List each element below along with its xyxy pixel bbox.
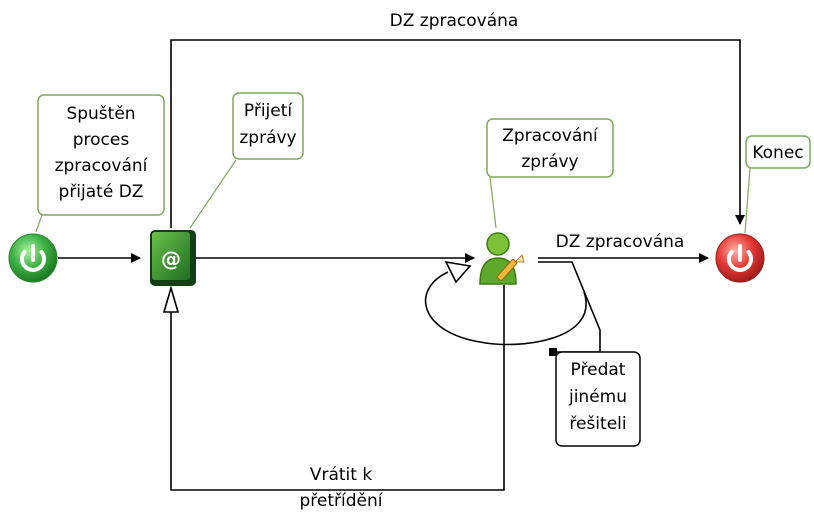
edge-top-done-label: DZ zpracována: [390, 11, 519, 31]
user-edit-icon: [479, 232, 525, 285]
process-note-callout: [489, 176, 497, 229]
edge-done-label: DZ zpracována: [556, 232, 685, 252]
process-note: [486, 118, 614, 178]
process-node[interactable]: [479, 232, 525, 285]
receive-note-callout: [189, 159, 237, 229]
handover-note-line2: jinému: [568, 387, 627, 407]
handover-note: [555, 351, 641, 447]
start-note-line3: zpracování: [55, 156, 149, 176]
end-node[interactable]: [715, 233, 765, 283]
email-at-icon: @: [161, 247, 181, 271]
process-note-line2: zprávy: [521, 152, 578, 172]
receive-node[interactable]: @: [150, 230, 196, 286]
handover-note-line1: Předat: [571, 360, 626, 380]
power-icon: [727, 244, 753, 272]
edge-return-label-line1: Vrátit k: [310, 465, 372, 485]
receive-note-line1: Přijetí: [244, 101, 294, 121]
handover-connector: [538, 261, 601, 353]
receive-note-line2: zprávy: [239, 128, 296, 148]
end-note: [745, 135, 811, 169]
handover-note-line3: řešiteli: [569, 414, 626, 434]
edge-return[interactable]: [170, 285, 505, 491]
start-note-line4: přijaté DZ: [59, 182, 144, 202]
power-icon: [20, 244, 46, 272]
start-note-callout: [35, 214, 43, 233]
self-loop-arrowhead: [444, 260, 472, 284]
process-note-line1: Zpracování: [502, 126, 599, 146]
return-arrowhead: [162, 285, 180, 313]
edge-self-loop[interactable]: [424, 271, 587, 346]
edge-top-done[interactable]: [170, 39, 745, 228]
start-note-line2: proces: [73, 130, 130, 150]
edge-return-label-line2: přetřídění: [300, 491, 384, 511]
end-note-line1: Konec: [752, 143, 803, 163]
receive-note: [232, 92, 304, 160]
start-note-line1: Spuštěn: [66, 104, 135, 124]
end-note-callout: [744, 167, 751, 234]
start-note: [37, 94, 165, 216]
start-node[interactable]: [8, 233, 58, 283]
handover-anchor: [549, 348, 557, 356]
